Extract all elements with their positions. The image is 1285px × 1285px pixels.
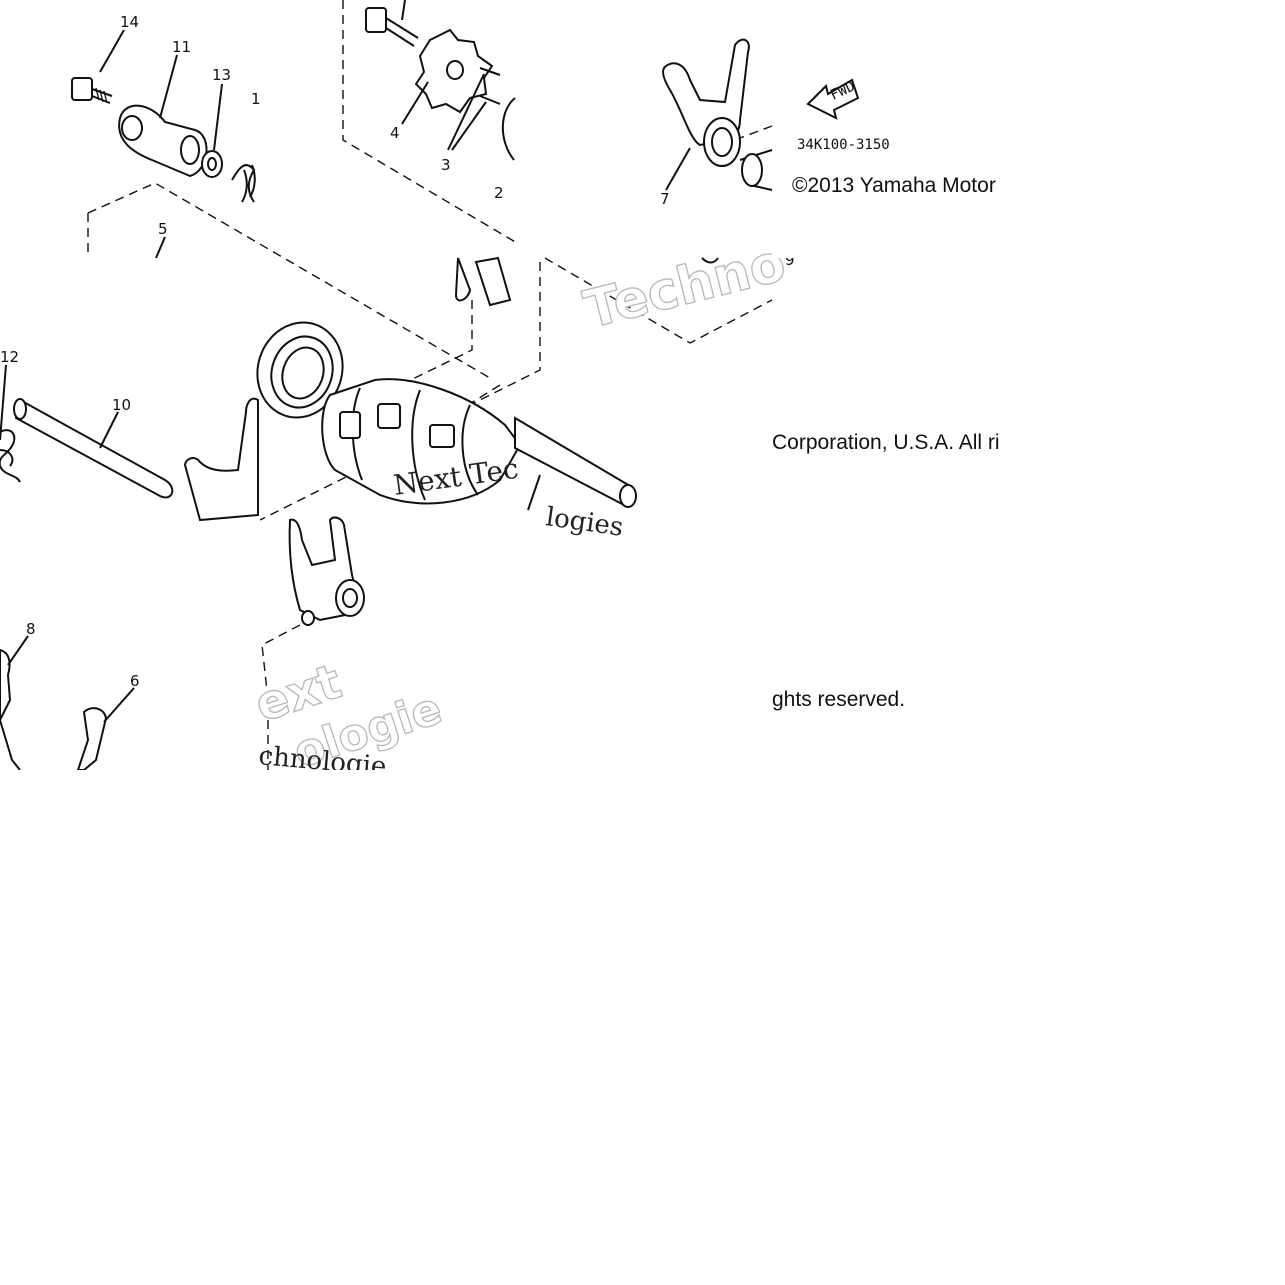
shaft-8 [514, 416, 637, 511]
callout-14: 14 [120, 13, 139, 31]
bolt-14 [71, 77, 113, 104]
callout-1: 1 [251, 90, 261, 108]
spring-1 [231, 164, 256, 203]
copyright-line-1: ©2013 Yamaha Motor [792, 174, 996, 197]
watermark-techno: Techno [579, 233, 792, 341]
callout-10: 10 [112, 396, 131, 414]
watermark: Techno Next Tec logies ext ologie chnolo… [248, 232, 792, 782]
pins-3 [479, 67, 501, 105]
drum-edge-2 [501, 97, 516, 161]
guide-bar-10 [13, 398, 174, 499]
washer-13 [201, 150, 223, 178]
callout-13: 13 [212, 66, 231, 84]
watermark-logies: logies [544, 502, 625, 543]
shift-fork-7 [662, 38, 773, 191]
bolt-top [365, 0, 419, 47]
callout-6: 6 [130, 672, 140, 690]
callout-3: 3 [441, 156, 451, 174]
shift-fork-lower [288, 516, 365, 626]
callout-5: 5 [158, 220, 168, 238]
copyright-line-3: ghts reserved. [772, 688, 905, 711]
bearing [256, 321, 344, 419]
shift-drum [321, 378, 522, 505]
callout-11: 11 [172, 38, 191, 56]
callout-7: 7 [660, 190, 670, 208]
callout-12: 12 [0, 348, 19, 366]
segment-4 [414, 28, 494, 114]
fork-fragment-8 [0, 648, 21, 771]
copyright-line-2: Corporation, U.S.A. All ri [772, 431, 1000, 454]
callout-8: 8 [26, 620, 36, 638]
callout-numbers: 14 11 13 1 4 3 2 7 5 9 12 10 8 6 [0, 13, 795, 690]
callout-4: 4 [390, 124, 400, 142]
leader-lines [0, 29, 691, 723]
stopper-lever-11 [118, 104, 208, 178]
callout-2: 2 [494, 184, 504, 202]
part-code: 34K100-3150 [797, 137, 890, 153]
fork-fragment-6 [76, 707, 108, 771]
fwd-arrow-icon: FWD [806, 78, 860, 120]
fork-9 [454, 256, 719, 307]
callout-9: 9 [785, 251, 795, 269]
spring-12 [0, 429, 21, 483]
shift-fork-left [183, 397, 259, 522]
